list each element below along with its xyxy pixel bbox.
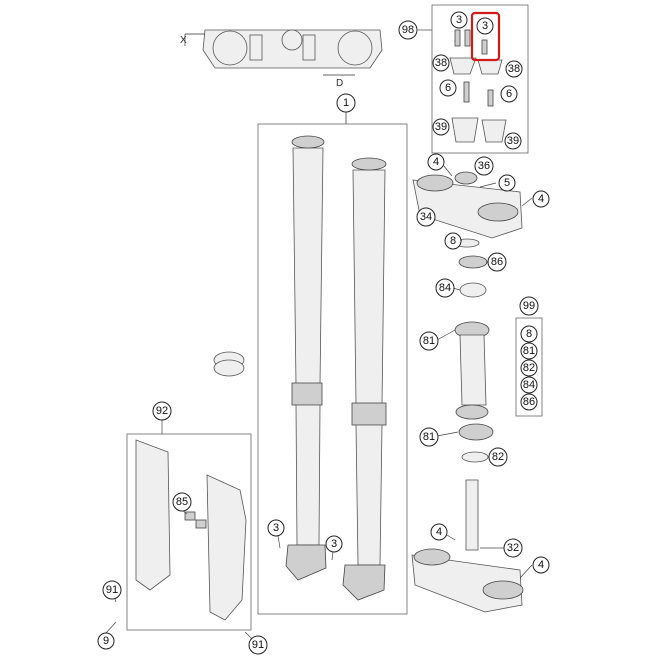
kit-98-parts bbox=[449, 29, 507, 143]
dimension-d-label: D bbox=[336, 78, 343, 89]
kit-99-item-86: 86 bbox=[520, 393, 538, 411]
callout-39-right: 39 bbox=[504, 132, 522, 150]
dimension-x-label: X bbox=[180, 35, 187, 46]
svg-text:82: 82 bbox=[523, 362, 535, 374]
fork-guard-box bbox=[126, 433, 252, 631]
callout-38-right: 38 bbox=[505, 60, 523, 78]
svg-text:82: 82 bbox=[492, 451, 504, 463]
svg-text:39: 39 bbox=[507, 135, 519, 147]
callout-4-lower-left: 4 bbox=[430, 523, 448, 541]
svg-text:6: 6 bbox=[506, 88, 512, 100]
callout-3-fork-right: 3 bbox=[325, 535, 343, 553]
highlight-box bbox=[470, 11, 501, 62]
callout-36: 36 bbox=[474, 156, 494, 176]
svg-text:3: 3 bbox=[482, 20, 488, 32]
svg-text:4: 4 bbox=[436, 526, 442, 538]
callout-81-upper: 81 bbox=[419, 331, 439, 351]
callout-92: 92 bbox=[152, 401, 172, 421]
callout-34: 34 bbox=[416, 207, 436, 227]
callout-82: 82 bbox=[488, 447, 508, 467]
svg-text:85: 85 bbox=[176, 496, 188, 508]
svg-text:5: 5 bbox=[504, 177, 510, 189]
callout-4-upper-right: 4 bbox=[532, 190, 550, 208]
top-clamp-dimension-drawing: X D bbox=[180, 29, 383, 89]
svg-text:36: 36 bbox=[478, 160, 490, 172]
seal-ring-part bbox=[213, 351, 245, 377]
callout-8: 8 bbox=[444, 232, 462, 250]
svg-text:98: 98 bbox=[402, 24, 414, 36]
kit-99-item-8: 8 bbox=[520, 325, 538, 343]
callout-6-left: 6 bbox=[439, 79, 457, 97]
callout-39-left: 39 bbox=[432, 118, 450, 136]
callout-3-highlighted: 3 bbox=[476, 17, 494, 35]
svg-text:81: 81 bbox=[423, 431, 435, 443]
callout-86: 86 bbox=[487, 252, 507, 272]
callout-3: 3 bbox=[450, 11, 468, 29]
svg-text:92: 92 bbox=[156, 405, 168, 417]
svg-text:34: 34 bbox=[420, 211, 432, 223]
lower-triple-clamp bbox=[411, 479, 524, 613]
callout-4-upper-left: 4 bbox=[427, 153, 445, 171]
svg-text:91: 91 bbox=[252, 639, 264, 651]
left-fork-leg bbox=[285, 135, 327, 581]
callout-85: 85 bbox=[172, 492, 192, 512]
svg-text:4: 4 bbox=[538, 559, 544, 571]
callout-84: 84 bbox=[435, 278, 455, 298]
right-fork-leg bbox=[342, 157, 387, 601]
callout-38-left: 38 bbox=[432, 54, 450, 72]
fork-assembly-box bbox=[257, 123, 408, 615]
svg-text:38: 38 bbox=[435, 57, 447, 69]
callout-6-right: 6 bbox=[500, 85, 518, 103]
callout-98: 98 bbox=[398, 20, 418, 40]
svg-text:3: 3 bbox=[456, 14, 462, 26]
callout-3-fork-left: 3 bbox=[267, 519, 285, 537]
svg-text:38: 38 bbox=[508, 63, 520, 75]
svg-text:32: 32 bbox=[507, 542, 519, 554]
svg-text:86: 86 bbox=[523, 396, 535, 408]
callout-9: 9 bbox=[97, 632, 115, 650]
callout-81-lower: 81 bbox=[419, 427, 439, 447]
svg-text:8: 8 bbox=[526, 328, 532, 340]
bearing-stack-upper bbox=[454, 238, 490, 339]
svg-text:3: 3 bbox=[331, 538, 337, 550]
svg-text:91: 91 bbox=[106, 584, 118, 596]
fork-guards bbox=[135, 439, 247, 621]
kit-99-item-84: 84 bbox=[520, 376, 538, 394]
svg-text:3: 3 bbox=[273, 522, 279, 534]
svg-text:9: 9 bbox=[103, 635, 109, 647]
callout-99: 99 bbox=[519, 296, 539, 316]
callout-4-lower-right: 4 bbox=[532, 556, 550, 574]
svg-text:4: 4 bbox=[538, 193, 544, 205]
svg-text:6: 6 bbox=[445, 82, 451, 94]
upper-triple-clamp bbox=[412, 171, 523, 239]
kit-99-box bbox=[515, 317, 543, 417]
svg-text:39: 39 bbox=[435, 121, 447, 133]
callout-5: 5 bbox=[498, 174, 516, 192]
kit-99-item-82: 82 bbox=[520, 359, 538, 377]
steering-head-tube bbox=[455, 334, 494, 463]
svg-text:4: 4 bbox=[433, 156, 439, 168]
svg-text:84: 84 bbox=[439, 282, 451, 294]
svg-text:81: 81 bbox=[423, 335, 435, 347]
callout-91-right: 91 bbox=[248, 635, 268, 655]
svg-text:81: 81 bbox=[523, 345, 535, 357]
callout-32: 32 bbox=[503, 538, 523, 558]
svg-text:1: 1 bbox=[343, 97, 349, 109]
svg-text:86: 86 bbox=[491, 256, 503, 268]
svg-text:8: 8 bbox=[450, 235, 456, 247]
callout-91-left: 91 bbox=[102, 580, 122, 600]
callout-1: 1 bbox=[336, 93, 356, 113]
svg-text:84: 84 bbox=[523, 379, 535, 391]
svg-text:99: 99 bbox=[523, 300, 535, 312]
kit-98-box bbox=[431, 4, 529, 154]
kit-99-item-81: 81 bbox=[520, 342, 538, 360]
